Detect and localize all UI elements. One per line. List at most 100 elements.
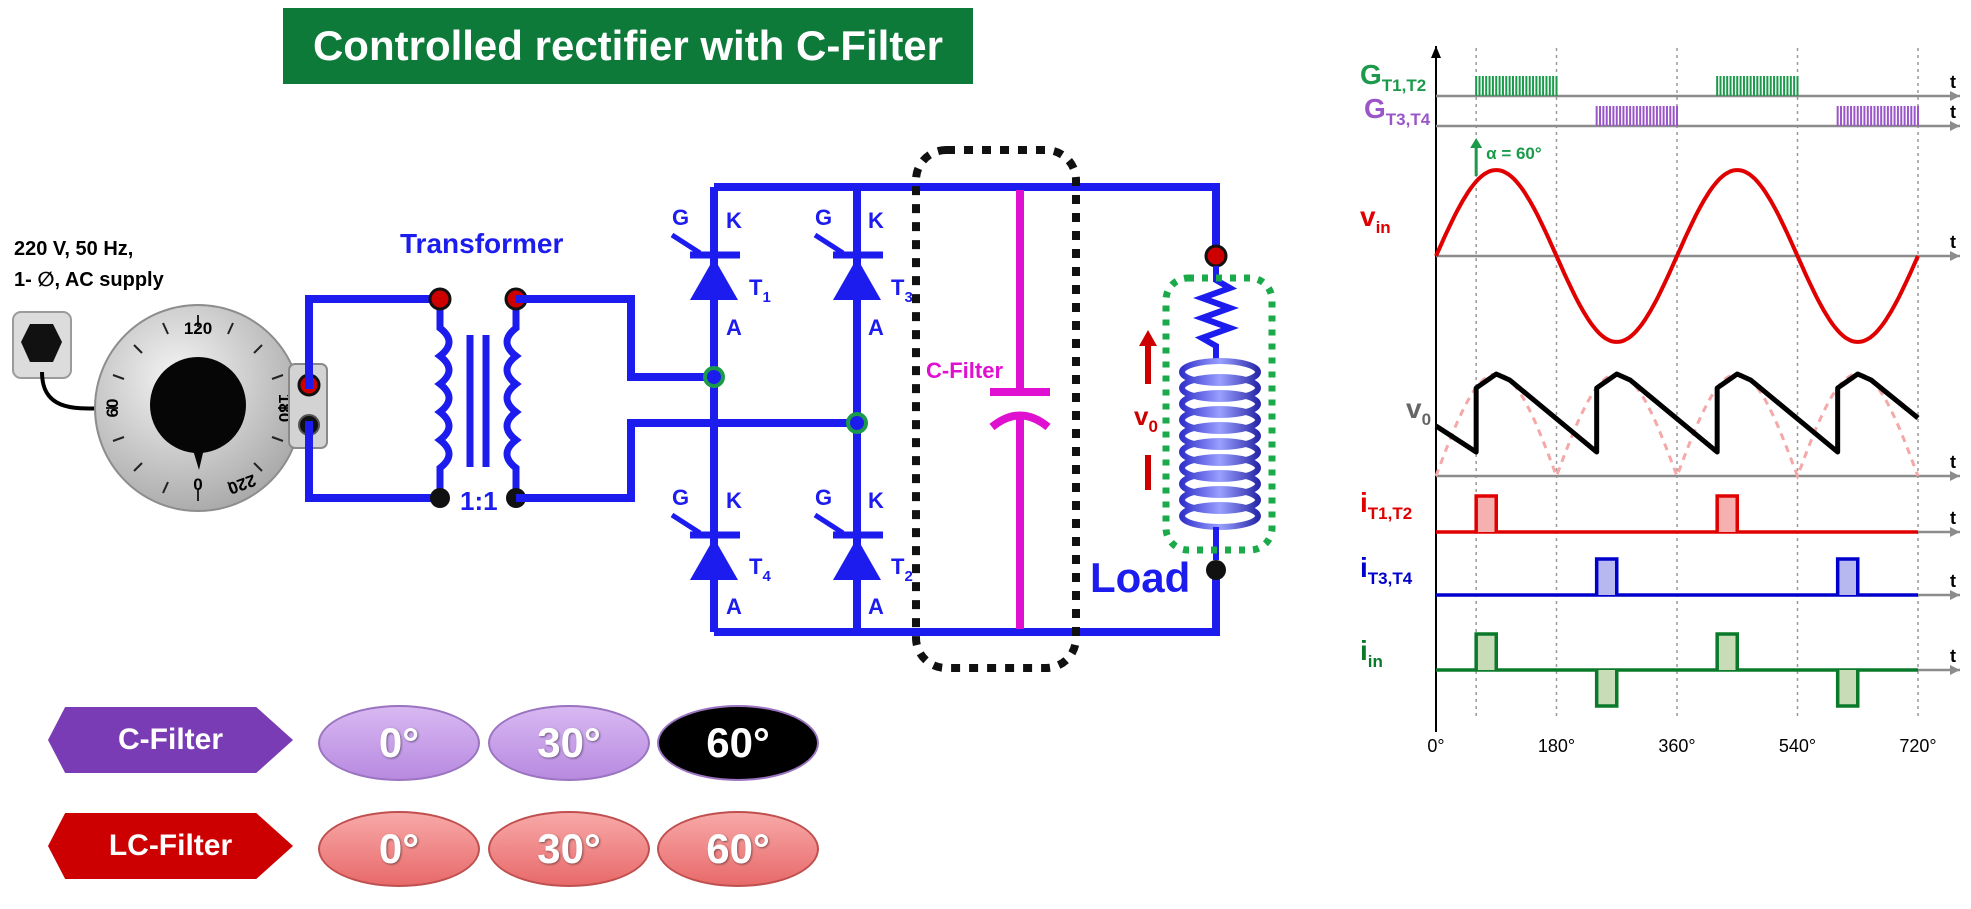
t2-anode: A xyxy=(868,594,884,619)
lc-filter-button[interactable]: LC-Filter xyxy=(48,813,293,879)
baseline-arrow-5 xyxy=(1950,590,1960,600)
load-label: Load xyxy=(1090,554,1190,601)
gate-pulses-t1t2-a xyxy=(1475,76,1558,96)
c-filter-button[interactable]: C-Filter xyxy=(48,707,293,773)
t-label-1: t xyxy=(1950,102,1956,122)
waveform-label-1: GT3,T4 xyxy=(1364,93,1431,129)
transformer-label: Transformer xyxy=(400,228,563,259)
supply-line-2: 1- ∅, AC supply xyxy=(14,269,164,291)
waveform-label-4: iT1,T2 xyxy=(1360,487,1412,523)
filter-highlight-box xyxy=(912,146,1080,672)
waveform-label-2: vin xyxy=(1360,201,1391,237)
primary-wiring xyxy=(305,295,444,502)
thyristor-t2: G K A T2 xyxy=(813,485,913,619)
t3-name: T3 xyxy=(891,275,913,306)
baseline-arrow-1 xyxy=(1950,121,1960,131)
x-tick-3: 540° xyxy=(1779,736,1816,756)
baseline-arrow-4 xyxy=(1950,527,1960,537)
rectified-reference-wave xyxy=(1434,372,1920,481)
vin-wave xyxy=(1434,168,1920,344)
vo-label: v0 xyxy=(1134,401,1158,436)
lc-filter-angle-2-button[interactable]: 60° xyxy=(657,811,819,887)
t1-name: T1 xyxy=(749,275,771,306)
dial-ticks xyxy=(106,315,290,501)
output-voltage-indicator: v0 xyxy=(1134,330,1158,490)
transformer: Transformer 1:1 xyxy=(400,228,563,516)
t4-anode: A xyxy=(726,594,742,619)
t3-anode: A xyxy=(868,315,884,340)
t-label-2: t xyxy=(1950,232,1956,252)
c-filter-angle-1-button[interactable]: 30° xyxy=(488,705,650,781)
t2-name: T2 xyxy=(891,554,913,585)
iin-pulse-1-fill xyxy=(1476,634,1497,670)
supply-label: 220 V, 50 Hz, 1- ∅, AC supply xyxy=(14,234,164,296)
waveform-label-5: iT3,T4 xyxy=(1360,552,1413,588)
x-tick-4: 720° xyxy=(1899,736,1936,756)
x-tick-0: 0° xyxy=(1427,736,1444,756)
x-tick-2: 360° xyxy=(1658,736,1695,756)
page-title: Controlled rectifier with C-Filter xyxy=(283,8,973,84)
t4-gate: G xyxy=(672,485,689,510)
ac-socket xyxy=(12,311,106,411)
t1-gate: G xyxy=(672,205,689,230)
variac-dial[interactable]: 120 60 180 0 220 xyxy=(94,304,328,512)
iin-pulse-3-fill xyxy=(1717,634,1738,670)
waveform-label-0: GT1,T2 xyxy=(1360,59,1426,95)
y-axis-arrow xyxy=(1431,46,1441,58)
c-filter-angle-0-button[interactable]: 0° xyxy=(318,705,480,781)
baseline-arrow-0 xyxy=(1950,91,1960,101)
it1t2-pulse-1 xyxy=(1474,494,1498,532)
x-tick-1: 180° xyxy=(1538,736,1575,756)
t-label-3: t xyxy=(1950,452,1956,472)
capacitor-filter: C-Filter xyxy=(912,146,1080,672)
it3t4-pulse-1-fill xyxy=(1596,559,1617,595)
lc-filter-angle-1-button[interactable]: 30° xyxy=(488,811,650,887)
t-label-4: t xyxy=(1950,508,1956,528)
secondary-wiring xyxy=(516,295,857,502)
iin-pulse-2 xyxy=(1594,670,1619,708)
iin-pulse-4 xyxy=(1835,670,1860,708)
t1-cathode: K xyxy=(726,208,742,233)
t1-anode: A xyxy=(726,315,742,340)
t-label-0: t xyxy=(1950,72,1956,92)
waveform-label-3: v0 xyxy=(1406,393,1431,429)
it1t2-pulse-2 xyxy=(1715,494,1739,532)
iin-pulse-2-fill xyxy=(1596,670,1617,706)
t-label-5: t xyxy=(1950,571,1956,591)
iin-pulse-1 xyxy=(1474,632,1498,670)
bridge-node-left xyxy=(703,366,725,388)
transformer-ratio: 1:1 xyxy=(460,486,498,516)
gate-pulses-t3t4-b xyxy=(1836,106,1919,126)
iin-pulse-3 xyxy=(1715,632,1739,670)
baseline-arrow-6 xyxy=(1950,665,1960,675)
dial-tick-0: 0 xyxy=(193,475,202,494)
thyristor-t1: G K A T1 xyxy=(670,205,771,340)
t2-cathode: K xyxy=(868,488,884,513)
gate-pulses-t3t4-a xyxy=(1595,106,1678,126)
it1t2-pulse-2-fill xyxy=(1717,496,1738,532)
c-filter-angle-2-button[interactable]: 60° xyxy=(657,705,819,781)
waveform-panel: tttttttGT1,T2GT3,T4vinv0iT1,T2iT3,T4iinα… xyxy=(1360,46,1960,756)
lc-filter-angle-0-button[interactable]: 0° xyxy=(318,811,480,887)
thyristor-t3: G K A T3 xyxy=(813,205,913,340)
load-highlight-box xyxy=(1162,274,1276,554)
dial-tick-60: 60 xyxy=(103,399,122,418)
filter-label: C-Filter xyxy=(926,358,1003,383)
baseline-arrow-3 xyxy=(1950,471,1960,481)
waveform-label-6: iin xyxy=(1360,635,1383,671)
t4-cathode: K xyxy=(726,488,742,513)
t3-cathode: K xyxy=(868,208,884,233)
it3t4-pulse-2-fill xyxy=(1837,559,1858,595)
t-label-6: t xyxy=(1950,646,1956,666)
supply-line-1: 220 V, 50 Hz, xyxy=(14,238,134,260)
it3t4-pulse-2 xyxy=(1835,557,1860,595)
t4-name: T4 xyxy=(749,554,771,585)
thyristor-t4: G K A T4 xyxy=(670,485,771,619)
baseline-arrow-2 xyxy=(1950,251,1960,261)
it3t4-pulse-1 xyxy=(1594,557,1619,595)
it1t2-pulse-1-fill xyxy=(1476,496,1497,532)
iin-pulse-4-fill xyxy=(1837,670,1858,706)
vo-wave xyxy=(1434,371,1920,455)
t3-gate: G xyxy=(815,205,832,230)
